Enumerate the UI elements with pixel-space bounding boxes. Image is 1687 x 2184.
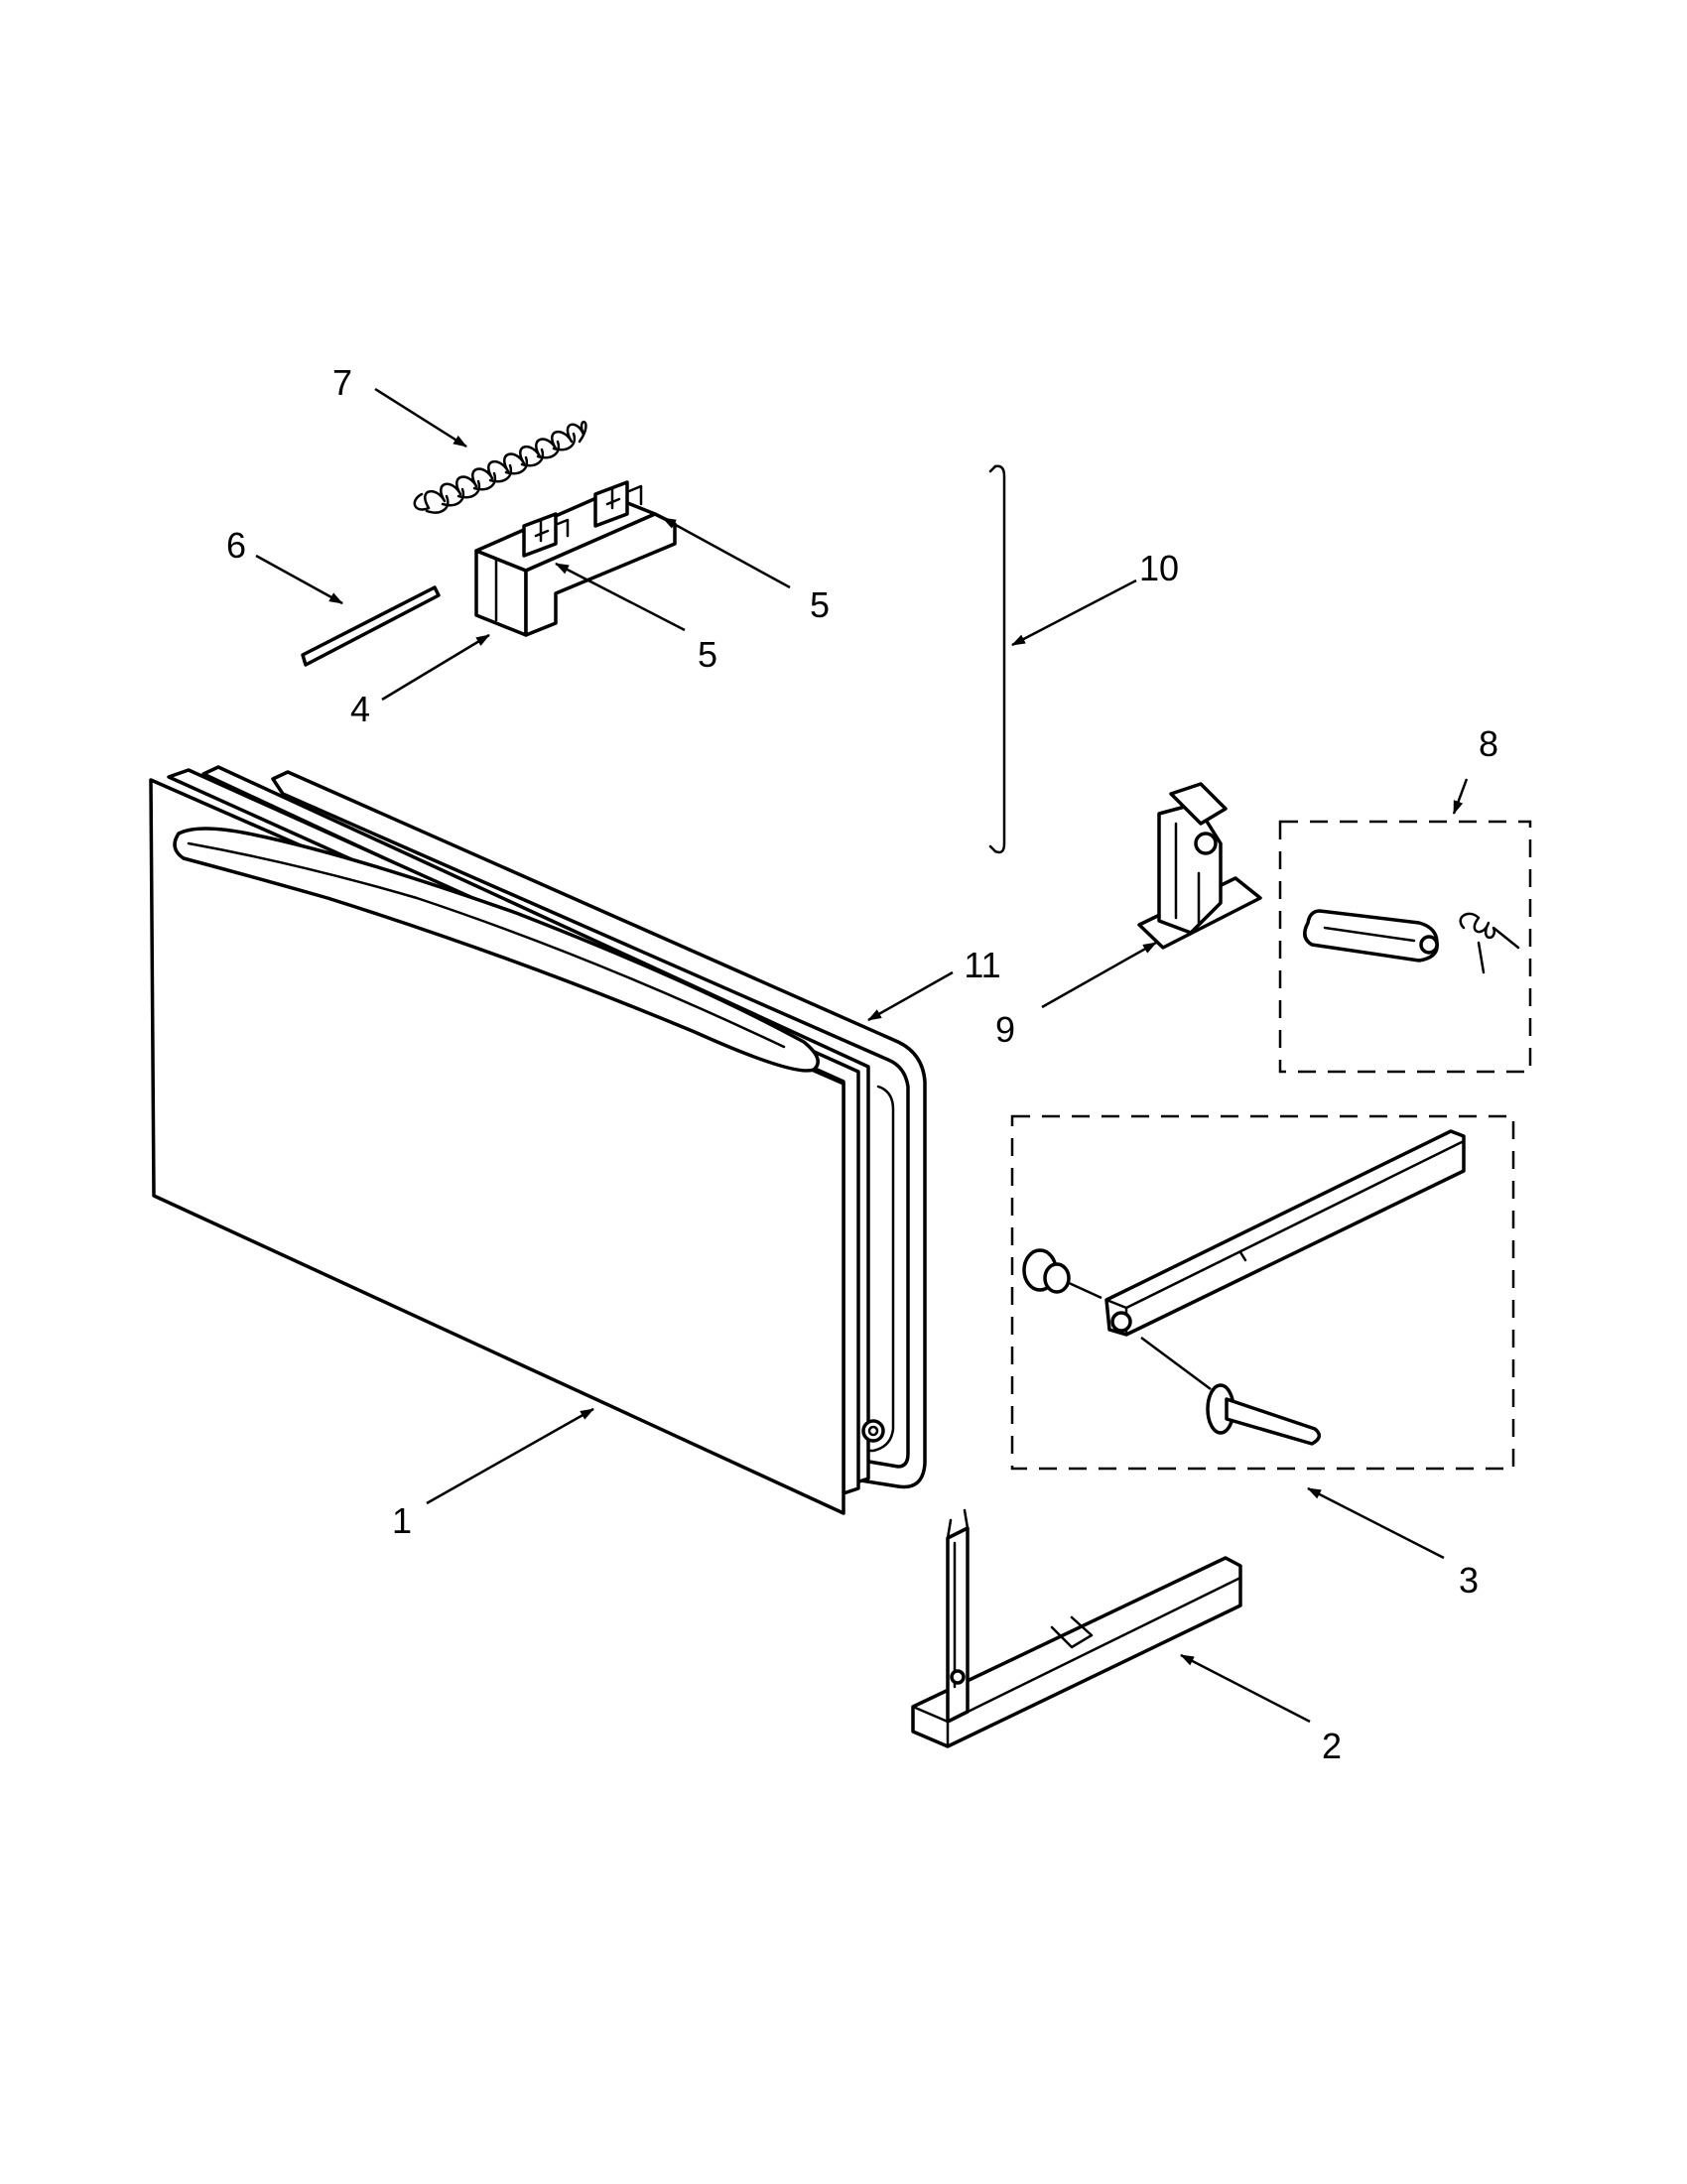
drawer-front-panel <box>149 765 927 1515</box>
hinge-kit-box <box>1278 820 1532 1074</box>
switch-right <box>593 480 643 528</box>
rod-part-6 <box>301 585 441 667</box>
coil-spring <box>413 420 587 514</box>
callout-9: 9 <box>995 1009 1015 1050</box>
slide-rail-box <box>1010 1114 1515 1471</box>
callout-11: 11 <box>964 945 1000 985</box>
callout-5-lower: 5 <box>698 634 717 675</box>
switch-bracket <box>474 492 677 637</box>
callout-6: 6 <box>226 525 246 566</box>
callout-8: 8 <box>1479 723 1498 764</box>
wire-part-10 <box>988 464 1006 854</box>
callout-2: 2 <box>1322 1726 1342 1766</box>
callout-4: 4 <box>350 689 370 729</box>
callout-labels: 7 6 5 5 4 10 8 11 9 1 3 2 <box>226 362 1498 1766</box>
switch-left <box>522 512 570 558</box>
latch-bracket <box>1137 782 1262 950</box>
callout-10: 10 <box>1139 548 1179 588</box>
callout-1: 1 <box>392 1500 412 1541</box>
callout-3: 3 <box>1459 1560 1479 1601</box>
leader-lines <box>255 387 1469 1724</box>
callout-7: 7 <box>332 362 352 403</box>
callout-5-right: 5 <box>810 584 830 625</box>
drawer-rail <box>911 1508 1242 1748</box>
